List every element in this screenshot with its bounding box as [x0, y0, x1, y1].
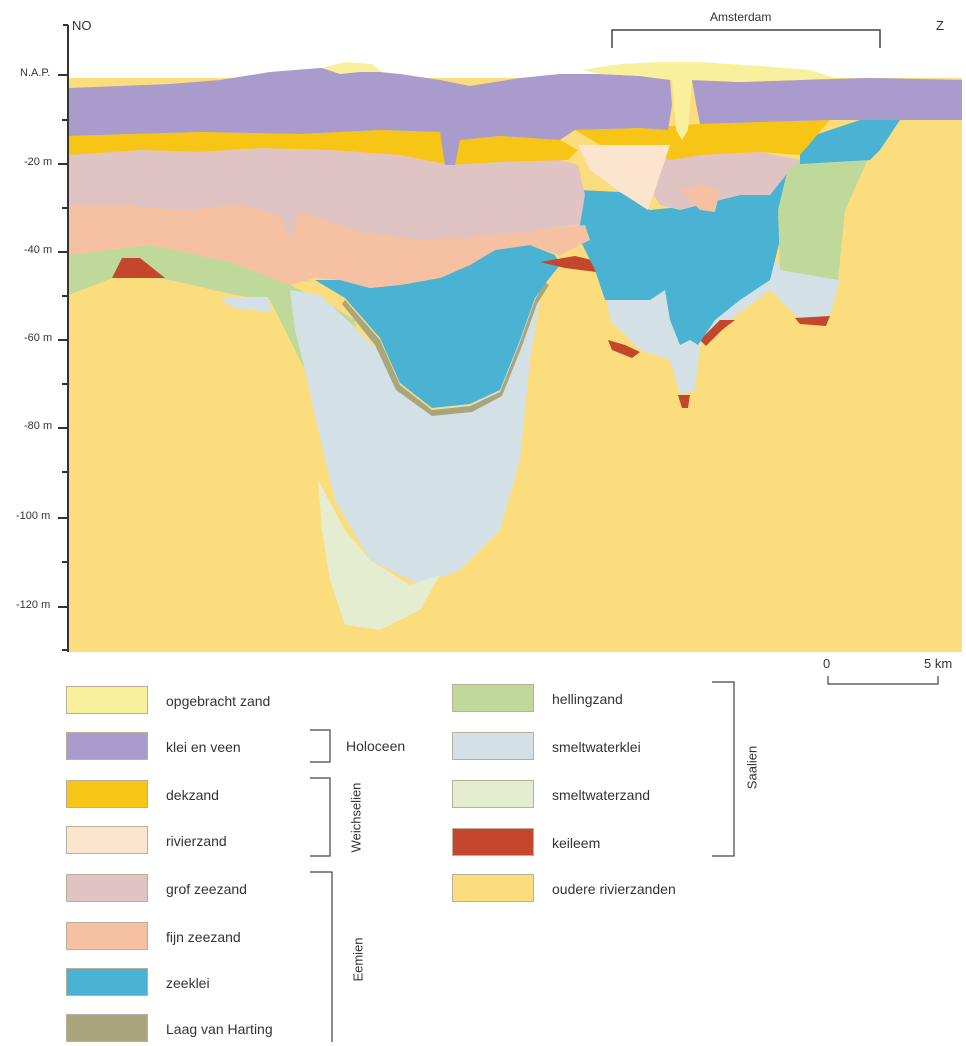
layer-laag-van-harting [342, 282, 549, 416]
group-label-eemien: Eemien [350, 937, 366, 982]
layer-klei-en-veen-right [692, 78, 962, 124]
depth-axis-ticks [58, 24, 68, 651]
legend-label: zeeklei [166, 975, 210, 991]
layer-dekzand-right [575, 120, 830, 160]
bracket-saalien [712, 681, 735, 857]
depth-label-100: -100 m [16, 510, 51, 522]
bracket-weichselien [310, 777, 331, 857]
layer-smeltwaterklei-right-2 [780, 270, 838, 310]
label-z: Z [936, 18, 944, 33]
layer-zeeklei-right [578, 168, 790, 345]
layer-grof-zeezand [68, 148, 585, 240]
legend-label: rivierzand [166, 833, 227, 849]
legend-group-brackets [310, 681, 735, 1042]
group-label-holoceen: Holoceen [346, 738, 406, 754]
legend-label: smeltwaterzand [552, 787, 651, 803]
layer-keileem-left [112, 258, 165, 278]
depth-label-80: -80 m [24, 420, 53, 432]
legend-label: smeltwaterklei [552, 739, 641, 755]
depth-label-nap: N.A.P. [20, 67, 51, 79]
layer-keileem-right-1 [608, 340, 640, 358]
depth-label-40: -40 m [24, 244, 53, 256]
legend-swatch [452, 828, 534, 856]
legend-swatch [452, 732, 534, 760]
depth-label-120: -120 m [16, 599, 51, 611]
layer-keileem-right-3 [700, 320, 735, 346]
layer-keileem-right-2 [678, 395, 690, 408]
layer-rivierzand [578, 145, 670, 210]
layer-opgebracht-zand-1 [322, 62, 382, 74]
layer-hellingzand-right [778, 155, 870, 285]
layer-zeeklei-channel [315, 245, 560, 408]
legend-swatch [66, 686, 148, 714]
layer-smeltwaterklei-channel [290, 285, 545, 585]
layer-opgebracht-zand-2 [582, 62, 835, 140]
layer-fijn-zeezand-right [680, 185, 720, 212]
group-label-weichselien: Weichselien [348, 782, 364, 853]
group-label-saalien: Saalien [744, 745, 760, 790]
layer-smeltwaterzand-channel [318, 480, 440, 630]
depth-label-20: -20 m [24, 156, 53, 168]
scale-label-end: 5 km [924, 656, 953, 671]
legend-swatch [66, 826, 148, 854]
legend-swatch [66, 780, 148, 808]
legend-swatch [452, 780, 534, 808]
legend-label: opgebracht zand [166, 693, 271, 709]
layer-fijn-zeezand [68, 200, 590, 288]
legend-swatch [66, 874, 148, 902]
legend-label: fijn zeezand [166, 929, 241, 945]
legend-label: hellingzand [552, 691, 623, 707]
bracket-holoceen [310, 729, 331, 763]
legend-swatch [452, 874, 534, 902]
depth-label-60: -60 m [24, 332, 53, 344]
legend-label: dekzand [166, 787, 219, 803]
scale-bar [827, 676, 939, 685]
label-amsterdam: Amsterdam [710, 10, 772, 24]
bracket-eemien [310, 871, 333, 1042]
legend-swatch [66, 922, 148, 950]
legend-swatch [452, 684, 534, 712]
legend-label: klei en veen [166, 739, 241, 755]
layer-zeeklei-right-top [800, 120, 900, 164]
amsterdam-bracket [611, 29, 881, 48]
legend-swatch [66, 968, 148, 996]
legend-swatch [66, 1014, 148, 1042]
legend-label: oudere rivierzanden [552, 881, 676, 897]
layer-smeltwaterklei-small-left [220, 297, 272, 312]
legend-label: keileem [552, 835, 601, 851]
label-no: NO [72, 18, 92, 33]
legend-label: grof zeezand [166, 881, 247, 897]
legend-label: Laag van Harting [166, 1021, 273, 1037]
layer-keileem-mid [540, 256, 600, 272]
layer-klei-en-veen [68, 68, 672, 165]
layer-keileem-right-4 [795, 316, 830, 326]
legend-swatch [66, 732, 148, 760]
scale-label-zero: 0 [823, 656, 831, 671]
